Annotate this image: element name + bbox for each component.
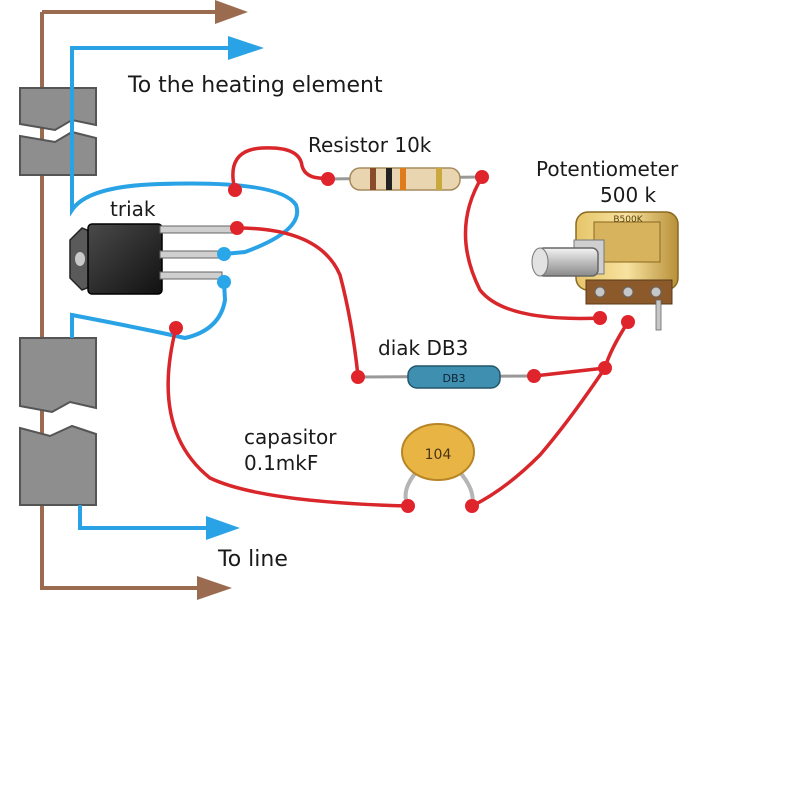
label-to-heating: To the heating element <box>127 73 383 98</box>
label-potentiometer-line2: 500 k <box>600 183 657 207</box>
red-wires <box>166 146 630 508</box>
cable-segments <box>19 87 97 506</box>
diac-component: DB3 <box>357 365 535 389</box>
diac-code-text: DB3 <box>442 372 465 385</box>
label-potentiometer-line1: Potentiometer <box>536 157 679 181</box>
capacitor-code-text: 104 <box>425 447 452 463</box>
label-triak: triak <box>110 197 156 221</box>
brown-wire <box>40 0 248 600</box>
arrow-bottom-blue-icon <box>206 516 240 540</box>
label-capasitor-line1: capasitor <box>244 425 337 449</box>
capacitor-component: 104 <box>401 423 475 507</box>
label-resistor: Resistor 10k <box>308 133 432 157</box>
arrow-bottom-brown-icon <box>197 576 232 600</box>
triac-component <box>69 223 239 295</box>
potentiometer-component: B500K <box>531 211 679 331</box>
blue-wires <box>70 46 300 530</box>
blue-junctions <box>217 247 231 289</box>
label-to-line: To line <box>217 547 288 572</box>
label-diak: diak DB3 <box>378 336 468 360</box>
arrow-top-blue-icon <box>228 36 264 60</box>
red-junctions <box>169 170 635 513</box>
label-capasitor-line2: 0.1mkF <box>244 451 318 475</box>
resistor-component <box>327 167 483 191</box>
pot-code-text: B500K <box>613 215 643 225</box>
arrow-top-brown-icon <box>215 0 248 24</box>
